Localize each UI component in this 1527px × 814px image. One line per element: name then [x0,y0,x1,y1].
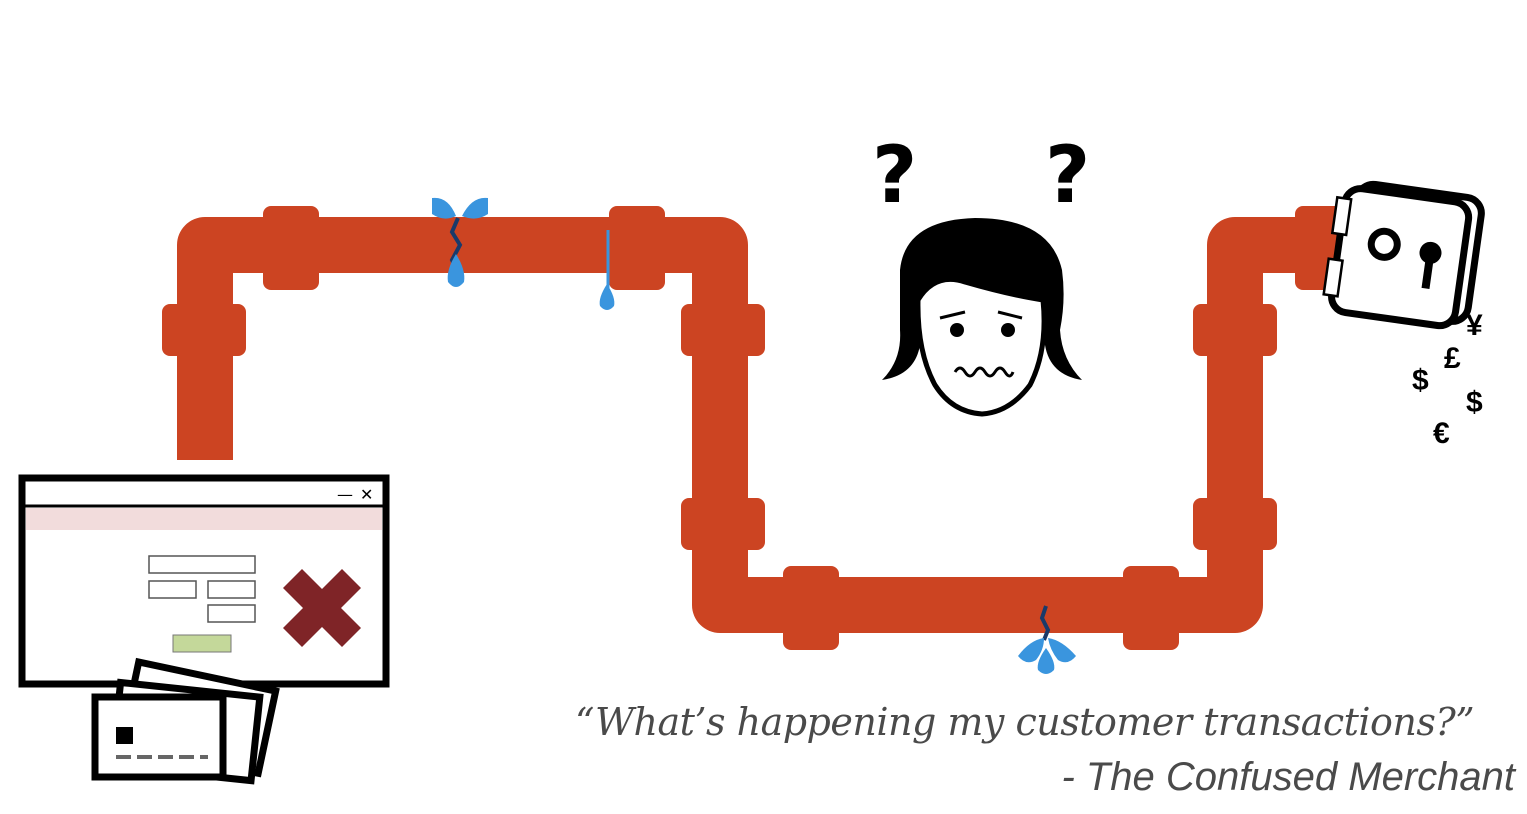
money-symbols: ¥ £ $ $ € [1412,309,1483,450]
question-mark-left: ? [872,131,917,221]
form-field[interactable] [148,555,256,574]
pipe-coupling [1123,566,1179,650]
form-field[interactable] [207,604,256,623]
pipe-left-segment [177,217,1330,633]
safe-dial-icon [1367,227,1401,261]
pound-symbol: £ [1444,342,1461,375]
window-minimize-icon[interactable]: — [337,485,353,504]
safe [1322,180,1485,330]
yen-symbol: ¥ [1466,309,1483,342]
question-mark-right: ? [1045,131,1090,221]
form-field[interactable] [148,580,197,599]
pipe-coupling [1193,498,1277,550]
merchant-quote: “What’s happening my customer transactio… [575,700,1475,744]
form-field[interactable] [207,580,256,599]
merchant-face [915,276,1047,417]
pipe-coupling [609,206,665,290]
payment-cards [91,657,280,785]
leak-top-crack [432,197,488,287]
pipe-coupling [162,304,246,356]
window-close-icon[interactable]: ✕ [360,485,373,504]
pipe-coupling [263,206,319,290]
checkout-window: — ✕ [18,474,390,688]
merchant-eye-right [1001,323,1015,337]
error-x-icon [283,569,361,647]
dollar-symbol: $ [1412,364,1429,397]
safe-hinge [1330,195,1353,237]
card-chip [116,727,133,744]
leaks [432,197,1076,674]
window-header-bar [26,508,382,530]
merchant-mouth [953,366,1015,378]
quote-attribution: - The Confused Merchant [1061,755,1515,799]
merchant-hair [882,218,1082,380]
pipe-coupling [1193,304,1277,356]
merchant-eye-left [950,323,964,337]
confused-merchant: ? ? [872,131,1090,417]
safe-door [1328,185,1473,330]
pipe-coupling [681,304,765,356]
submit-button[interactable] [172,634,232,653]
pipe-coupling [681,498,765,550]
leak-joint-drip [599,230,615,310]
pipe-coupling [783,566,839,650]
dollar-symbol: $ [1466,386,1483,419]
leak-bottom-crack [1018,605,1076,674]
card-front [91,693,227,781]
euro-symbol: € [1433,417,1450,450]
safe-hinge [1322,257,1344,298]
